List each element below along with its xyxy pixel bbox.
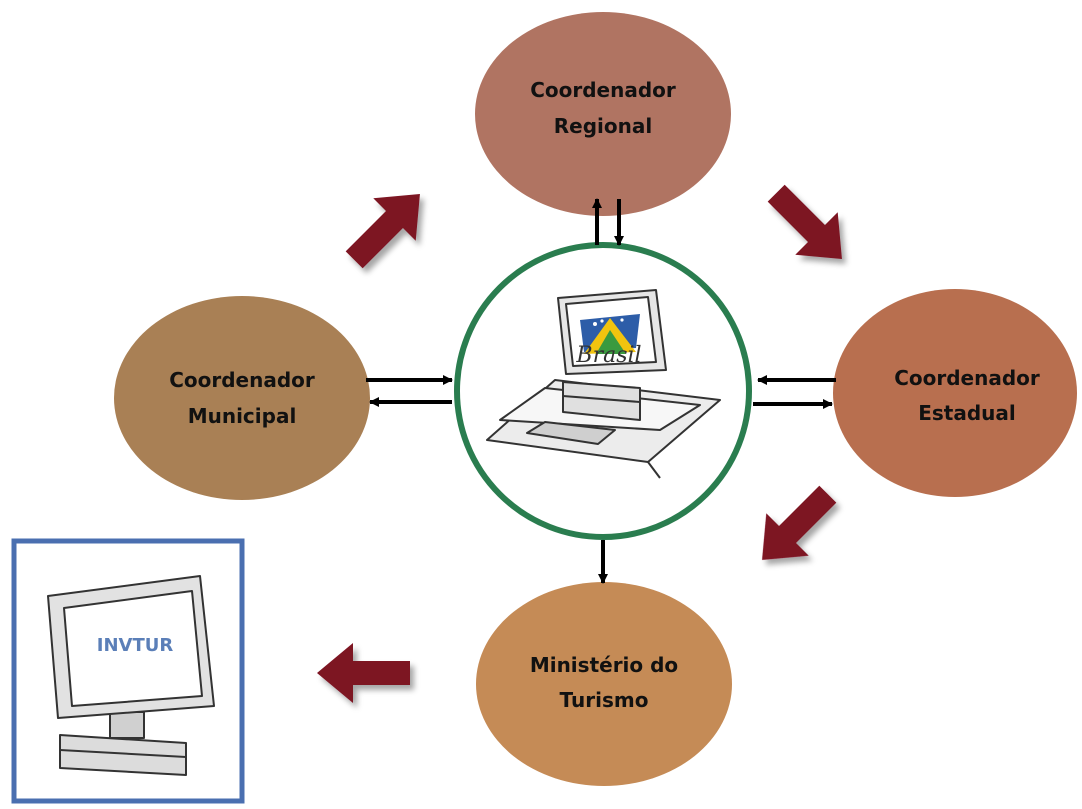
node-coordenador-municipal: Coordenador Municipal xyxy=(114,296,370,500)
node-label-line2: Regional xyxy=(554,114,652,138)
node-label-line2: Municipal xyxy=(188,404,297,428)
node-ellipse xyxy=(475,12,731,216)
node-ellipse xyxy=(476,582,732,786)
flow-arrow-icon xyxy=(332,172,442,282)
brasil-logo-text: Brasil xyxy=(575,343,641,368)
node-coordenador-regional: Coordenador Regional xyxy=(475,12,731,216)
node-label-line1: Coordenador xyxy=(169,368,315,392)
node-label-line1: Coordenador xyxy=(530,78,676,102)
node-label-line1: Ministério do xyxy=(530,653,678,677)
node-ellipse xyxy=(833,289,1077,497)
monitor-icon xyxy=(47,575,215,776)
invtur-label: INVTUR xyxy=(97,635,174,656)
node-coordenador-estadual: Coordenador Estadual xyxy=(833,289,1077,497)
node-ellipse xyxy=(114,296,370,500)
node-label-line2: Turismo xyxy=(560,688,649,712)
brasil-logo-icon: Brasil xyxy=(575,314,642,368)
flow-arrow-icon xyxy=(740,472,850,582)
node-label-line1: Coordenador xyxy=(894,366,1040,390)
flow-arrow-icon xyxy=(754,171,864,281)
flow-arrow-icon xyxy=(317,643,410,703)
computer-icon xyxy=(486,289,721,479)
node-label-line2: Estadual xyxy=(918,401,1016,425)
center-system: Brasil xyxy=(454,242,752,540)
connectors xyxy=(366,198,836,584)
invtur-panel: INVTUR xyxy=(11,538,245,804)
node-ministerio-turismo: Ministério do Turismo xyxy=(476,582,732,786)
